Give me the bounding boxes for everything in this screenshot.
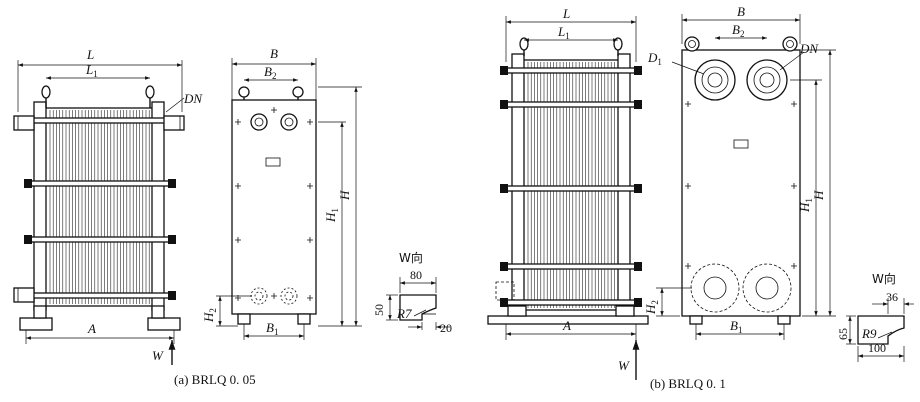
fig-b-label-DN: DN xyxy=(799,41,819,56)
fig-a-dim-B1: B1 xyxy=(266,320,278,337)
fig-b-detail-w: W向 36 65 R9 100 xyxy=(836,271,914,362)
fig-b-dim-A: A xyxy=(562,318,571,333)
bolt-mark-icon xyxy=(685,263,691,269)
fig-b-dim-L1: L1 xyxy=(557,24,570,41)
fig-a-dim-L1: L1 xyxy=(85,62,98,79)
fig-b-detail-width: 100 xyxy=(868,341,886,355)
fig-a-detail-width: 80 xyxy=(410,268,422,282)
fig-a-dim-B2: B2 xyxy=(264,64,276,81)
fig-b-side-view: L L1 A W xyxy=(487,6,649,380)
fig-a-detail-w: W向 80 50 R7 20 xyxy=(372,250,452,335)
bolt-mark-icon xyxy=(791,101,797,107)
bolt-mark-icon xyxy=(307,119,313,125)
fig-a-dim-A: A xyxy=(87,321,96,336)
fig-b-caption: (b) BRLQ 0. 1 xyxy=(650,376,726,391)
fig-a-dim-L: L xyxy=(86,47,94,62)
fig-b-dim-B: B xyxy=(737,4,745,19)
fig-b-label-D1: D1 xyxy=(647,50,662,67)
bolt-mark-icon xyxy=(685,101,691,107)
fig-b-dim-L: L xyxy=(562,6,570,21)
fig-a-dim-H: H xyxy=(337,190,352,201)
bolt-mark-icon xyxy=(271,107,277,113)
fig-b-dim-H: H xyxy=(811,190,826,201)
fig-b-detail-radius: R9 xyxy=(861,326,877,341)
bolt-mark-icon xyxy=(271,293,277,299)
fig-a-dim-B: B xyxy=(270,46,278,61)
fig-b-dim-B2: B2 xyxy=(732,22,744,39)
fig-a-caption: (a) BRLQ 0. 05 xyxy=(174,372,256,387)
fig-a-detail-height: 50 xyxy=(372,304,386,316)
bolt-mark-icon xyxy=(791,263,797,269)
bolt-mark-icon xyxy=(235,119,241,125)
fig-b-flow-W: W xyxy=(618,358,630,373)
fig-a-detail-slot: 20 xyxy=(440,321,452,335)
bolt-mark-icon xyxy=(235,237,241,243)
bolt-mark-icon xyxy=(235,183,241,189)
fig-b-detail-title: W向 xyxy=(872,271,896,286)
fig-a-dim-H1: H1 xyxy=(323,208,340,223)
bolt-mark-icon xyxy=(685,183,691,189)
bolt-mark-icon xyxy=(791,183,797,189)
bolt-mark-icon xyxy=(307,237,313,243)
fig-b-front-view: B B2 D1 DN H H1 H2 B1 xyxy=(643,4,836,340)
fig-b-detail-height: 65 xyxy=(836,328,850,340)
bolt-mark-icon xyxy=(307,183,313,189)
fig-b-dim-H1: H1 xyxy=(797,198,814,213)
bolt-mark-icon xyxy=(307,295,313,301)
fig-b-detail-slot: 36 xyxy=(886,290,898,304)
fig-a-detail-radius: R7 xyxy=(396,306,412,321)
fig-a-flow-W: W xyxy=(152,348,164,363)
fig-a-dim-H2: H2 xyxy=(201,308,218,323)
fig-a-label-DN: DN xyxy=(183,91,203,106)
fig-b-dim-B1: B1 xyxy=(730,318,742,335)
fig-b-dim-H2: H2 xyxy=(643,300,660,315)
fig-a-detail-title: W向 xyxy=(399,250,423,265)
fig-a-front-view: B B2 H H1 H2 B1 xyxy=(201,46,362,340)
fig-a-side-view: L L1 DN A W xyxy=(13,47,203,365)
